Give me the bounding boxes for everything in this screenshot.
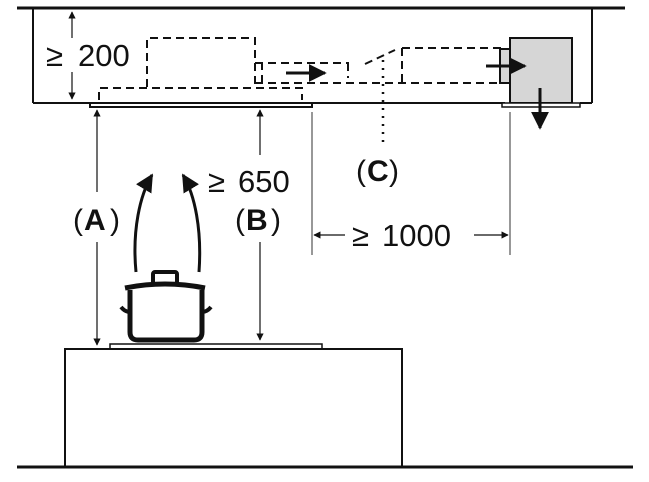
external-motor	[486, 37, 581, 130]
svg-text:): )	[271, 204, 281, 237]
svg-text:B: B	[246, 204, 268, 237]
ceiling-gap-value: 200	[78, 38, 130, 73]
ceiling-gap-symbol: ≥	[46, 38, 63, 73]
pot-body	[127, 290, 205, 343]
hood-panel	[89, 102, 313, 108]
hood-body	[146, 37, 256, 87]
duct-top	[255, 62, 349, 64]
hood-unit	[98, 37, 303, 100]
motor-distance-symbol: ≥	[352, 218, 369, 253]
dimension-a: ( A )	[73, 109, 120, 346]
pot	[119, 270, 213, 343]
pot-handle-right	[201, 305, 213, 314]
label-bg	[45, 38, 137, 72]
pot-lid	[124, 281, 206, 291]
svg-text:): )	[110, 204, 120, 237]
svg-text:): )	[389, 155, 399, 188]
steam-arrows	[133, 173, 202, 273]
svg-text:A: A	[84, 204, 106, 237]
ceiling-gap-dimension: ≥ 200	[45, 11, 137, 100]
dimension-b: ≥ 650 ( B )	[208, 109, 290, 341]
hob-clearance-value: 650	[238, 164, 290, 199]
svg-text:C: C	[367, 155, 389, 188]
hood-base	[98, 87, 303, 100]
steam-arrow-right	[181, 173, 202, 273]
motor-distance-value: 1000	[382, 218, 451, 253]
svg-text:(: (	[235, 204, 245, 237]
svg-text:(: (	[356, 155, 366, 188]
hob-clearance-symbol: ≥	[208, 164, 225, 199]
duct-taper	[364, 49, 396, 65]
pot-handle-left	[119, 305, 131, 314]
steam-arrow-left	[133, 173, 154, 273]
kitchen-counter	[64, 348, 403, 468]
svg-text:(: (	[73, 204, 83, 237]
motor-distance-dimension: ≥ 1000	[311, 112, 511, 255]
duct	[255, 47, 510, 84]
marker-c: ( C )	[356, 155, 399, 188]
ceiling	[17, 6, 625, 104]
